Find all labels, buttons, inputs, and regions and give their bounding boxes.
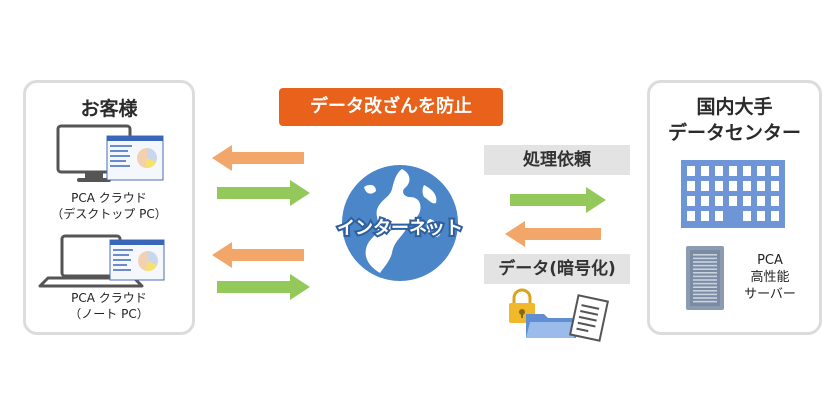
- building-window: [743, 181, 751, 191]
- arrow-from-notebook: [217, 274, 310, 300]
- building-window: [687, 211, 695, 221]
- building-window: [715, 196, 723, 206]
- building-window: [687, 166, 695, 176]
- building-window: [771, 181, 779, 191]
- processing-request-label: 処理依頼: [484, 145, 630, 175]
- document-icon: [568, 294, 610, 342]
- customer-title: お客様: [80, 98, 138, 120]
- building-window: [771, 166, 779, 176]
- desktop-label: PCA クラウド （デスクトップ PC）: [23, 190, 195, 222]
- building-window: [757, 181, 765, 191]
- server-slot: [693, 290, 717, 292]
- building-window: [771, 211, 779, 221]
- server-label-line2: 高性能: [750, 270, 790, 285]
- server-slot: [693, 261, 717, 263]
- building-window: [687, 196, 695, 206]
- building-window: [729, 166, 737, 176]
- server-slot: [693, 257, 717, 260]
- desktop-label-line1: PCA クラウド: [71, 191, 147, 205]
- building-window: [701, 211, 709, 221]
- globe-icon: [342, 165, 458, 281]
- server-slot: [693, 272, 717, 274]
- server-slot: [693, 300, 717, 303]
- tamper-prevention-banner: データ改ざんを防止: [279, 88, 503, 126]
- server-slot: [693, 268, 717, 270]
- building-window: [729, 181, 737, 191]
- server-icon: [686, 246, 724, 310]
- server-slot: [693, 275, 717, 278]
- notebook-label: PCA クラウド （ノート PC）: [23, 290, 195, 322]
- laptop-icon: [38, 234, 165, 288]
- internet-label: インターネット: [337, 218, 463, 239]
- notebook-label-line2: （ノート PC）: [69, 307, 149, 321]
- building-window: [715, 181, 723, 191]
- folder-icon: [526, 314, 580, 338]
- arrow-to-notebook: [212, 242, 304, 268]
- building-window: [701, 196, 709, 206]
- server-label: PCA 高性能 サーバー: [722, 252, 818, 303]
- building-window: [743, 196, 751, 206]
- server-slot: [693, 282, 717, 285]
- building-window: [757, 166, 765, 176]
- datacenter-title-line2: データセンター: [667, 122, 801, 144]
- building-window: [743, 211, 751, 221]
- internet-label-svg: インターネット: [335, 216, 465, 241]
- building-window: [757, 211, 765, 221]
- encrypted-files-icon: [509, 288, 610, 342]
- server-slot: [693, 286, 717, 288]
- building-window: [687, 181, 695, 191]
- arrow-request: [510, 187, 606, 213]
- building-icon: [681, 160, 785, 228]
- arrow-from-desktop: [217, 180, 310, 206]
- datacenter-title: 国内大手 データセンター: [647, 94, 822, 146]
- arrow-to-desktop: [212, 145, 304, 171]
- server-label-line1: PCA: [757, 253, 783, 268]
- notebook-label-line1: PCA クラウド: [71, 291, 147, 305]
- building-window: [743, 166, 751, 176]
- building-window: [771, 196, 779, 206]
- server-slot: [693, 254, 717, 256]
- server-slot: [693, 297, 717, 299]
- building-window: [701, 181, 709, 191]
- server-label-line3: サーバー: [744, 287, 796, 302]
- building-window: [701, 166, 709, 176]
- encrypted-data-label: データ(暗号化): [484, 254, 630, 284]
- server-slot: [693, 293, 717, 296]
- customer-panel: [23, 80, 195, 335]
- desktop-monitor-icon: [56, 124, 164, 182]
- building-window: [729, 196, 737, 206]
- server-slot: [693, 264, 717, 267]
- building-window: [757, 196, 765, 206]
- building-window: [715, 166, 723, 176]
- datacenter-title-line1: 国内大手: [696, 96, 773, 118]
- server-slot: [693, 279, 717, 281]
- desktop-label-line2: （デスクトップ PC）: [51, 207, 167, 221]
- building-window: [715, 211, 723, 221]
- arrow-response: [505, 221, 601, 247]
